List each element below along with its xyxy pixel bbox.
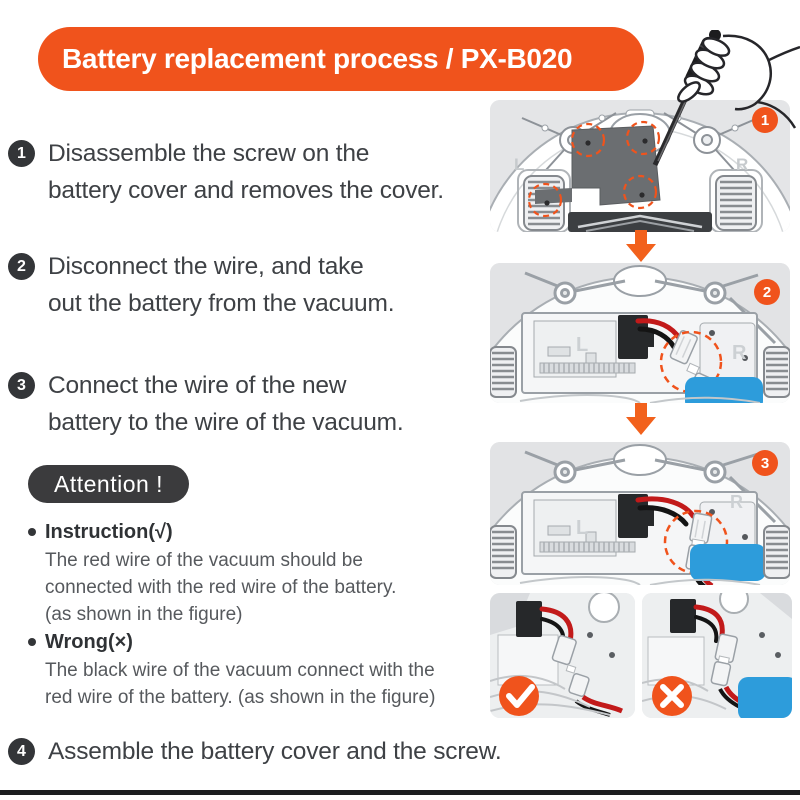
wire-module [670,599,696,633]
wheel-label-right: R [736,155,748,174]
wrong-body: The black wire of the vacuum connect wit… [45,657,435,711]
instruction-body-line-3: (as shown in the figure) [45,604,243,625]
instruction-body: The red wire of the vacuum should be con… [45,547,396,628]
battery-cover-tab [535,188,572,204]
instruction-body-line-2: connected with the red wire of the batte… [45,577,397,598]
step-4-line-1: Assemble the battery cover and the screw… [48,738,502,765]
wire-red [693,604,725,638]
figure-wrong-closeup [642,593,792,718]
panel-screws [759,632,781,658]
connector-lower [568,673,590,697]
attention-badge: Attention ! [28,465,190,503]
step-1-line-2: battery cover and removes the cover. [48,177,444,204]
connector-joined [710,633,738,687]
x-icon [660,684,684,708]
hand-illustration [677,37,731,103]
wire-module [516,601,542,637]
connector-target-circle [659,330,723,394]
step-4-text: Assemble the battery cover and the screw… [48,733,502,770]
caster-wheel [613,444,667,476]
wire-black [637,326,677,350]
wheel-label-right: R [732,342,747,364]
wheel-right [715,175,757,231]
caster-wheel [588,593,620,623]
step-3-line-1: Connect the wire of the new [48,372,347,399]
strut-arms [524,271,777,345]
step-2-line-1: Disconnect the wire, and take [48,253,364,280]
instruction-heading-row: Instruction(√) [28,517,396,547]
figure-3-badge: 3 [752,450,778,476]
header-banner: Battery replacement process / PX-B020 [38,27,644,91]
screwdriver-handle [685,36,719,88]
step-1-line-1: Disassemble the screw on the [48,140,370,167]
figure-correct-closeup [490,593,635,718]
step-1-number-badge: 1 [8,140,35,167]
cover-screws [544,138,648,206]
wire-red [635,496,696,519]
instruction-heading: Instruction(√) [45,521,173,543]
wheel-label-left: L [514,155,524,174]
battery-pack [690,544,766,581]
bullet-dot [28,638,36,646]
figure-step2-photo: L R [490,263,790,403]
bottom-divider [0,790,800,795]
wrong-item: Wrong(×) The black wire of the vacuum co… [28,627,435,711]
step-3: 3 Connect the wire of the new battery to… [8,367,404,441]
wire-black [637,505,689,527]
wire-module [618,494,648,538]
check-circle [499,676,539,716]
page-title: Battery replacement process / PX-B020 [62,43,573,74]
wrong-body-line-1: The black wire of the vacuum connect wit… [45,660,435,681]
correct-wiring-illustration [490,593,635,718]
wheel-left [490,525,517,579]
step-3-line-2: battery to the wire of the vacuum. [48,409,404,436]
wrong-wiring-illustration [642,593,792,718]
connector-upper [669,330,698,365]
bullet-dot [28,528,36,536]
step-2-number-badge: 2 [8,253,35,280]
wheel-label-right: R [730,492,743,512]
step-3-number-badge: 3 [8,372,35,399]
wrong-body-line-2: red wire of the battery. (as shown in th… [45,687,436,708]
wire-module [618,315,648,359]
step-2-line-2: out the battery from the vacuum. [48,290,395,317]
wire-red-lower [581,694,623,714]
battery-pack [738,677,792,718]
wheel-label-left: L [576,334,588,356]
step-4-number-badge: 4 [8,738,35,765]
figure-step1-photo: L R [490,100,790,232]
instruction-body-line-1: The red wire of the vacuum should be [45,550,363,571]
robot-open-compartment-illustration: L R [490,263,790,403]
wrong-heading: Wrong(×) [45,631,133,653]
down-arrow-icon [626,230,656,262]
attention-label: Attention ! [54,470,164,497]
step-4: 4 Assemble the battery cover and the scr… [8,733,502,770]
wrong-heading-row: Wrong(×) [28,627,435,657]
figure-1-badge: 1 [752,107,778,133]
instruction-item: Instruction(√) The red wire of the vacuu… [28,517,396,628]
step-1-text: Disassemble the screw on the battery cov… [48,135,444,209]
connector-upper [551,634,577,666]
check-icon [506,684,535,708]
caster-wheel [613,265,667,297]
caster-wheel [719,593,749,614]
step-1: 1 Disassemble the screw on the battery c… [8,135,444,209]
wire-black-lower [718,688,741,709]
figure-step3-photo: L R [490,442,790,585]
step-2-text: Disconnect the wire, and take out the ba… [48,248,395,322]
down-arrow-icon [626,403,656,435]
step-3-text: Connect the wire of the new battery to t… [48,367,404,441]
wire-black [694,615,719,643]
wheel-right [763,525,790,579]
figure-2-badge: 2 [754,279,780,305]
strut-arms [524,450,777,524]
robot-connected-battery-illustration: L R [490,442,790,585]
wire-red [539,606,574,644]
step-2: 2 Disconnect the wire, and take out the … [8,248,395,322]
robot-underside-illustration: L R [490,100,790,232]
wheel-label-left: L [576,517,588,539]
